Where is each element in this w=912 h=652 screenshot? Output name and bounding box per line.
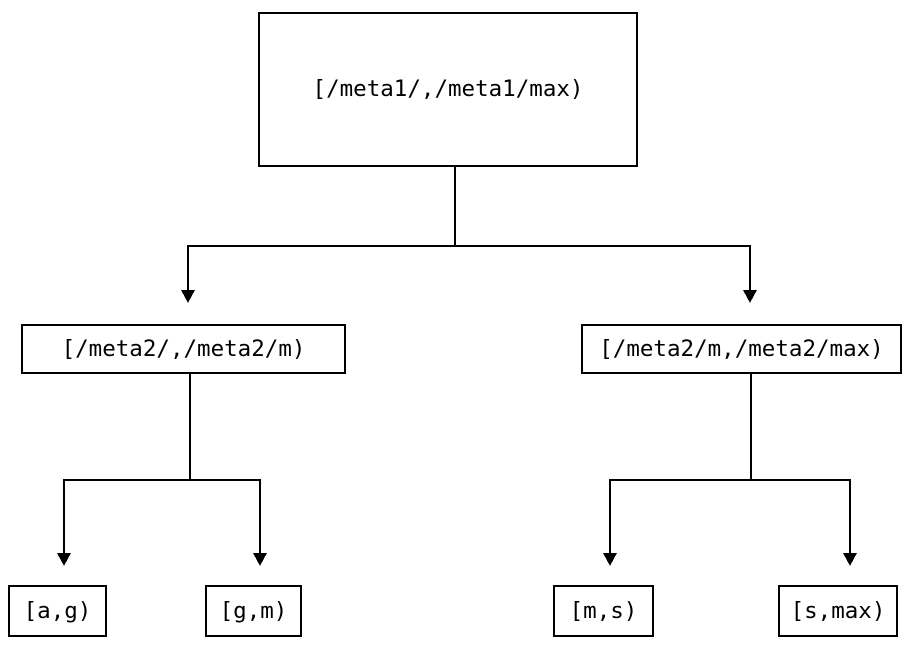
edge-midleft-to-children [57, 374, 267, 566]
node-leaf-a-g-label: [a,g) [23, 597, 92, 624]
node-mid-left-label: [/meta2/,/meta2/m) [61, 335, 306, 362]
node-leaf-g-m[interactable]: [g,m) [205, 585, 302, 637]
arrowhead-midright-to-leaf3 [603, 553, 617, 566]
node-leaf-m-s-label: [m,s) [569, 597, 638, 624]
edge-midright-to-children [603, 374, 857, 566]
node-root-label: [/meta1/,/meta1/max) [312, 76, 584, 103]
edge-root-to-children [181, 167, 757, 303]
node-root[interactable]: [/meta1/,/meta1/max) [258, 12, 638, 167]
node-leaf-m-s[interactable]: [m,s) [553, 585, 654, 637]
arrowhead-midleft-to-leaf2 [253, 553, 267, 566]
node-mid-right[interactable]: [/meta2/m,/meta2/max) [581, 324, 902, 374]
arrowhead-midleft-to-leaf1 [57, 553, 71, 566]
arrowhead-root-to-midleft [181, 290, 195, 303]
node-leaf-s-max-label: [s,max) [790, 597, 886, 624]
arrowhead-root-to-midright [743, 290, 757, 303]
node-leaf-s-max[interactable]: [s,max) [778, 585, 898, 637]
node-mid-left[interactable]: [/meta2/,/meta2/m) [21, 324, 346, 374]
node-leaf-g-m-label: [g,m) [219, 597, 288, 624]
node-leaf-a-g[interactable]: [a,g) [8, 585, 107, 637]
node-mid-right-label: [/meta2/m,/meta2/max) [599, 335, 884, 362]
arrowhead-midright-to-leaf4 [843, 553, 857, 566]
